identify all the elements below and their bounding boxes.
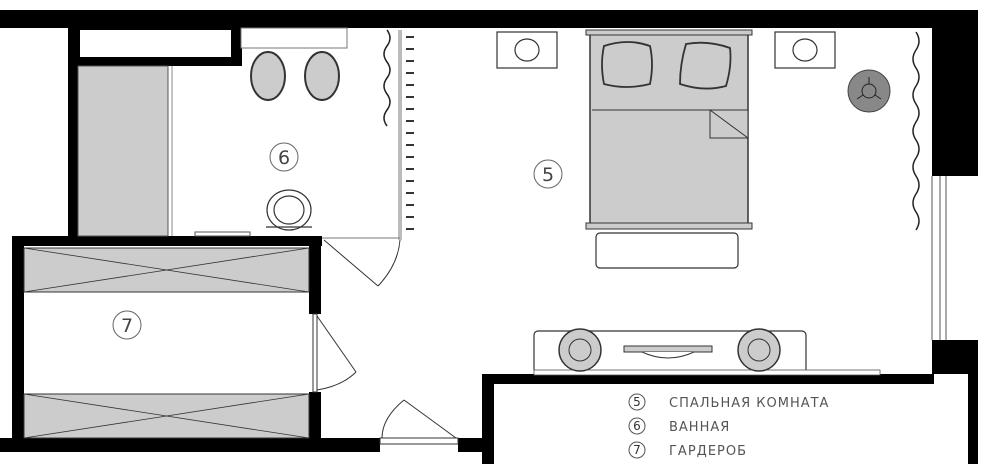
right-wall-upper	[932, 10, 978, 176]
room-marker-7: 7	[112, 310, 142, 340]
legend-room-right-wall	[968, 374, 978, 464]
legend-item-5: 5 СПАЛЬНАЯ КОМНАТА	[628, 393, 829, 411]
door-swing-bathroom	[323, 239, 401, 287]
bench	[595, 232, 739, 269]
legend: 5 СПАЛЬНАЯ КОМНАТА 6 ВАННАЯ 7 ГАРДЕРОБ	[628, 393, 829, 459]
legend-number-6: 6	[633, 419, 641, 433]
bathroom-counter	[77, 65, 169, 237]
legend-label-7: ГАРДЕРОБ	[669, 444, 747, 459]
room-marker-5: 5	[533, 159, 563, 189]
bottom-wall-right	[458, 438, 486, 452]
left-upper-wall	[68, 28, 78, 238]
curtain-wave-left	[383, 29, 391, 127]
glass-partition	[322, 30, 402, 240]
bathroom-bench	[194, 231, 251, 237]
right-wall-lower	[932, 340, 978, 374]
bottom-wall-left	[0, 438, 380, 452]
legend-room-left-wall	[482, 374, 494, 464]
door-swing-wardrobe	[312, 313, 357, 393]
legend-room-top-wall	[482, 374, 934, 384]
tv-console	[533, 328, 881, 376]
sink-icon	[266, 189, 312, 231]
door-swing-entrance	[379, 399, 459, 445]
legend-number-7: 7	[633, 443, 641, 457]
wardrobe-right-wall-bottom	[309, 392, 321, 442]
bidet-icon	[304, 51, 340, 101]
bathroom-niche	[80, 30, 231, 57]
pillow-right	[679, 41, 732, 90]
legend-label-6: ВАННАЯ	[669, 420, 730, 435]
legend-number-5: 5	[633, 395, 641, 409]
wardrobe-shelf-top	[23, 247, 310, 293]
wardrobe-shelf-bottom	[23, 393, 310, 439]
curtain-left	[406, 36, 414, 230]
legend-item-7: 7 ГАРДЕРОБ	[628, 441, 747, 459]
window-right	[931, 176, 947, 340]
pillow-left	[601, 41, 653, 88]
bathroom-top-shelf	[240, 27, 348, 49]
legend-label-5: СПАЛЬНАЯ КОМНАТА	[669, 396, 829, 411]
nightstand-left	[496, 31, 558, 69]
wardrobe-right-wall-top	[309, 236, 321, 314]
nightstand-right	[774, 31, 836, 69]
toilet-icon	[250, 51, 286, 101]
top-wall	[0, 10, 978, 28]
wardrobe-top-wall	[12, 236, 322, 246]
legend-item-6: 6 ВАННАЯ	[628, 417, 730, 435]
wardrobe-left-wall	[12, 236, 24, 440]
room-number-5: 5	[542, 164, 554, 186]
walls	[0, 10, 978, 464]
curtain-wave-right	[912, 31, 920, 231]
room-number-7: 7	[121, 315, 133, 337]
room-number-6: 6	[278, 147, 290, 169]
room-marker-6: 6	[269, 142, 299, 172]
floor-lamp-icon	[847, 69, 891, 113]
